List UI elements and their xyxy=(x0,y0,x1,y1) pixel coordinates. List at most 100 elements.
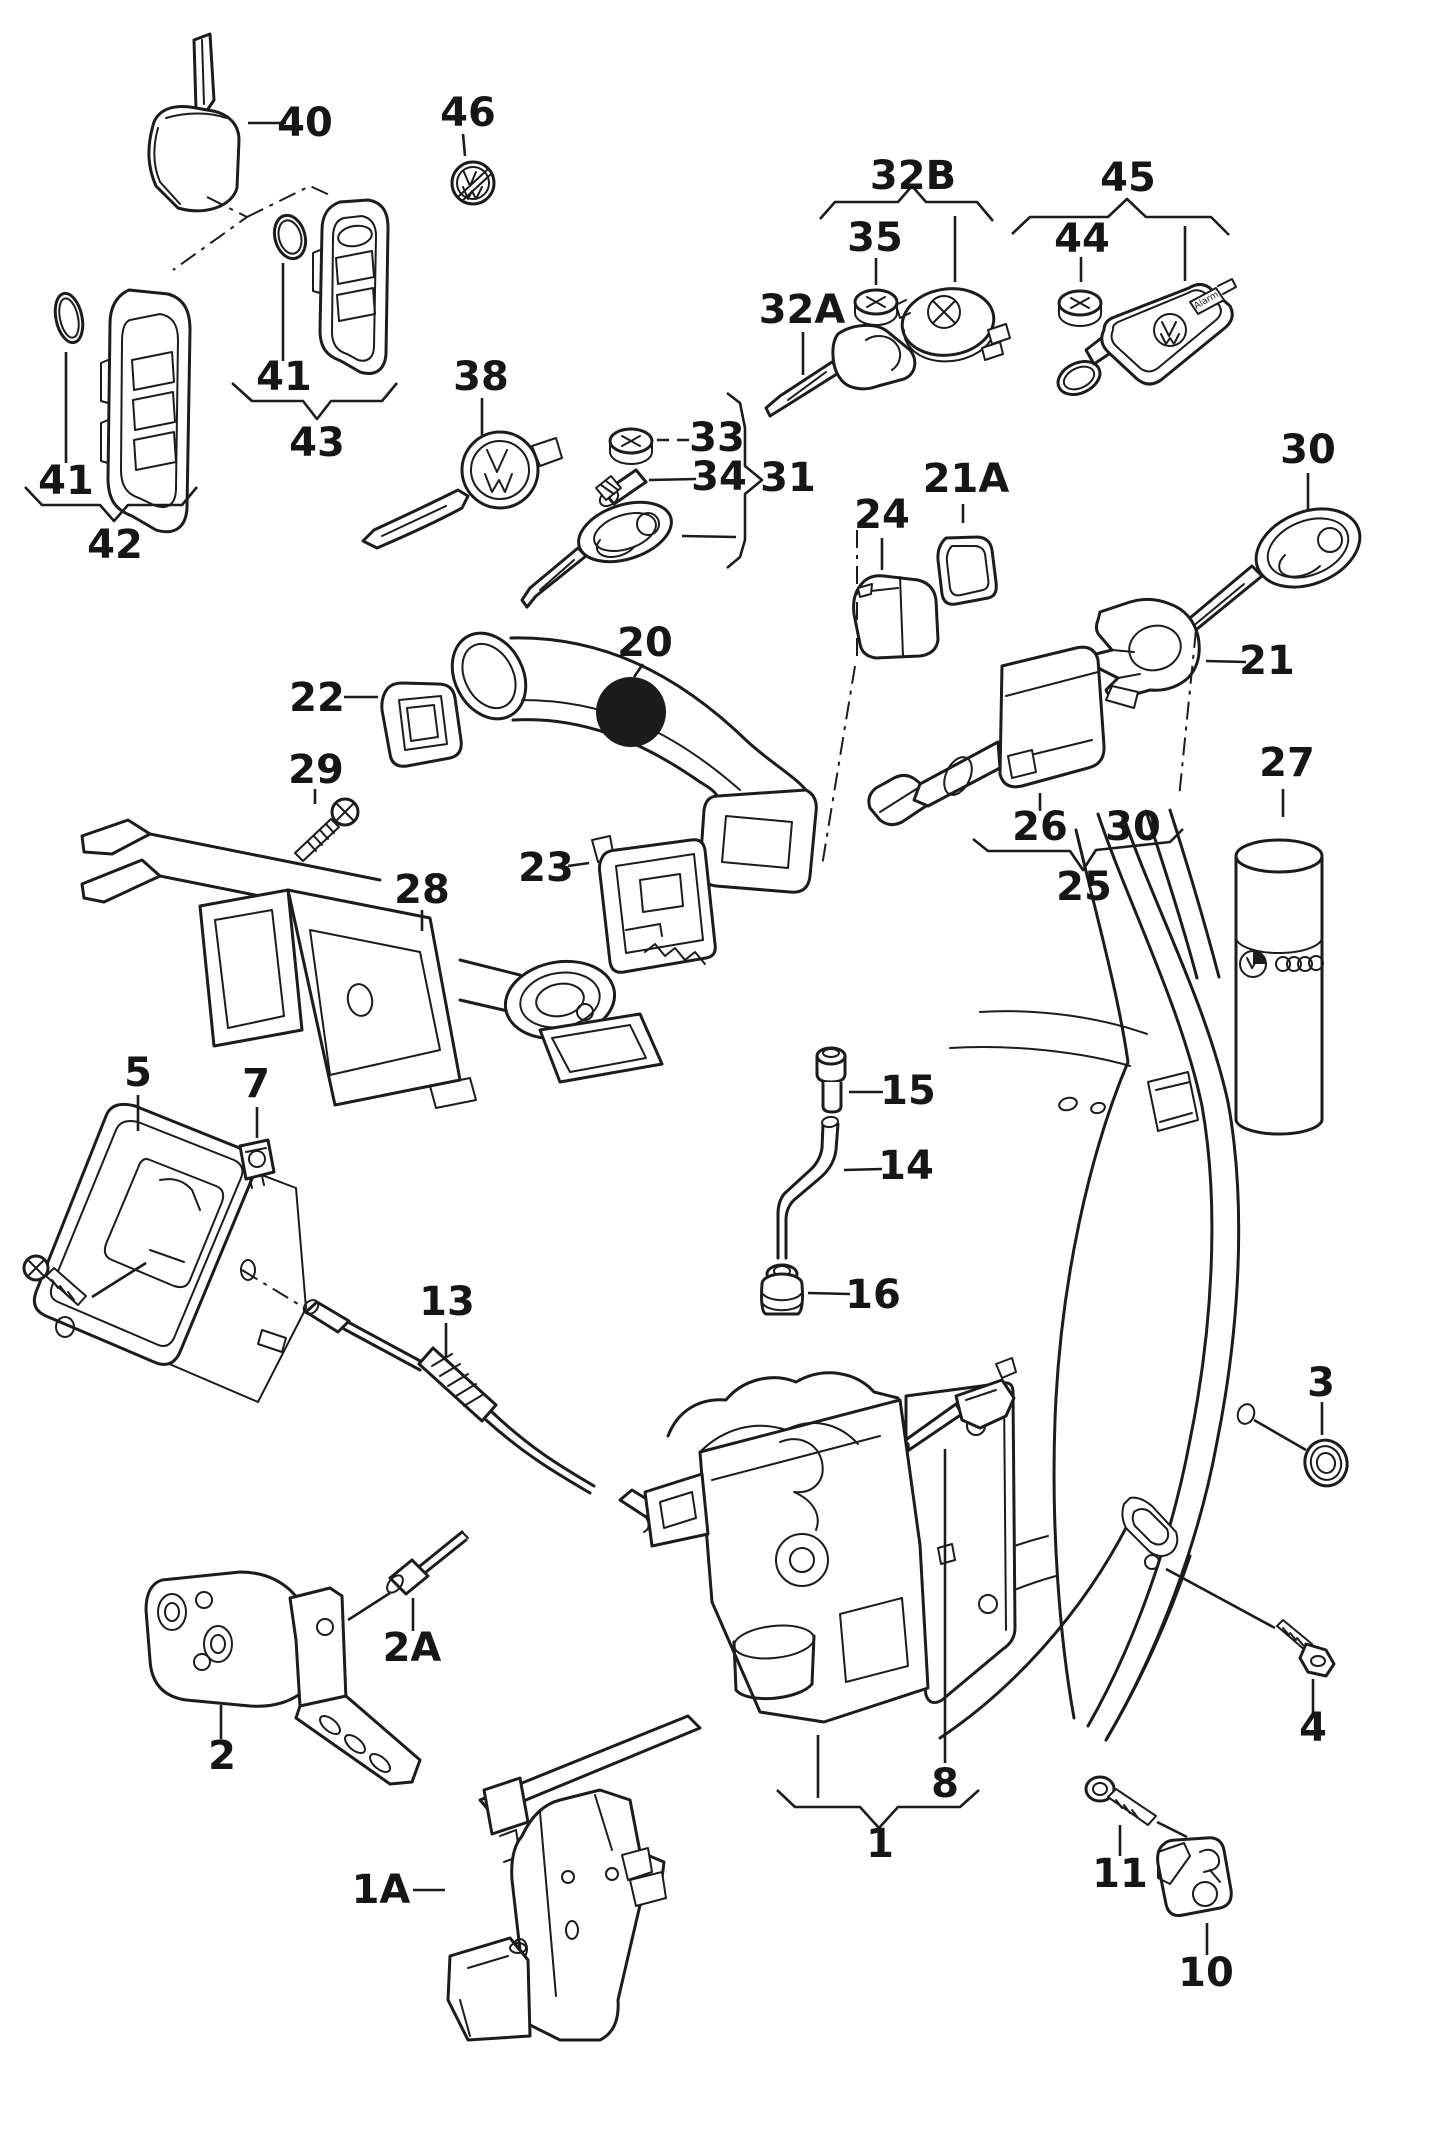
leader-3-diag xyxy=(1253,1418,1307,1452)
part-battery-44 xyxy=(1057,289,1103,327)
latch-slot xyxy=(1121,1496,1179,1570)
callout-13: 13 xyxy=(419,1279,475,1325)
part-screw-29 xyxy=(294,797,360,862)
callout-34: 34 xyxy=(691,454,747,500)
callout-38: 38 xyxy=(453,354,509,400)
part-lock-knob-15 xyxy=(815,1046,847,1114)
callout-4: 4 xyxy=(1299,1705,1327,1751)
centerline-layer xyxy=(172,184,1197,1305)
part-grommet-3 xyxy=(1303,1438,1349,1488)
callout-2: 2 xyxy=(208,1733,236,1779)
callout-22: 22 xyxy=(289,675,345,721)
callout-44: 44 xyxy=(1054,216,1110,262)
part-spray-can-27 xyxy=(1234,838,1324,1136)
part-cable-13 xyxy=(302,1299,689,1533)
part-oring-41-left xyxy=(53,291,85,345)
callout-11: 11 xyxy=(1092,1851,1148,1897)
callout-30-top: 30 xyxy=(1280,427,1336,473)
part-key-30 xyxy=(1164,507,1362,652)
part-lock-cylinder-26 xyxy=(867,645,1106,827)
callout-42: 42 xyxy=(87,522,143,568)
callout-41-left: 41 xyxy=(38,458,94,504)
callout-7: 7 xyxy=(242,1061,270,1107)
keyring xyxy=(1056,360,1102,396)
callout-29: 29 xyxy=(288,747,344,793)
callout-41-right: 41 xyxy=(256,354,312,400)
bracket-1 xyxy=(776,1789,980,1830)
leader-46 xyxy=(461,133,467,157)
leader-31-key xyxy=(681,534,737,539)
part-fob-half-left xyxy=(100,288,192,534)
part-trim-screw xyxy=(22,1254,87,1338)
callout-21A: 21A xyxy=(923,456,1010,502)
part-battery-33 xyxy=(608,427,654,465)
callout-28: 28 xyxy=(394,867,450,913)
part-retainer-21 xyxy=(1094,597,1201,709)
part-key-blade-40 xyxy=(147,32,241,213)
bracket-45 xyxy=(1011,197,1230,236)
bracket-25 xyxy=(972,828,1184,872)
callout-45: 45 xyxy=(1100,155,1156,201)
callout-30-bottom: 30 xyxy=(1105,804,1161,850)
callout-25: 25 xyxy=(1056,864,1112,910)
part-grommet-16 xyxy=(760,1263,804,1316)
callout-1: 1 xyxy=(866,1821,894,1867)
callout-32B: 32B xyxy=(870,153,956,199)
part-trim-5 xyxy=(32,1102,307,1403)
callout-33: 33 xyxy=(689,415,745,461)
callout-23: 23 xyxy=(518,845,574,891)
callout-31: 31 xyxy=(760,455,816,501)
callout-35: 35 xyxy=(847,215,903,261)
vw-audi-logos xyxy=(1239,950,1324,978)
part-transmitter-32B xyxy=(895,287,1011,363)
part-key-38 xyxy=(361,430,563,550)
centerline-handle-axis xyxy=(1178,629,1197,799)
callout-10: 10 xyxy=(1178,1950,1234,1996)
part-key-blank-31 xyxy=(520,500,673,609)
leader-layer xyxy=(64,121,1324,1955)
callout-27: 27 xyxy=(1259,740,1315,786)
part-clip-7 xyxy=(238,1138,276,1189)
part-carrier-28 xyxy=(80,818,706,1109)
part-gasket-23 xyxy=(591,835,717,974)
callout-15: 15 xyxy=(880,1068,936,1114)
callout-20: 20 xyxy=(617,620,673,666)
callout-40: 40 xyxy=(277,100,333,146)
callout-32A: 32A xyxy=(759,287,846,333)
bracket-42 xyxy=(24,486,198,523)
callout-26: 26 xyxy=(1012,804,1068,850)
part-cap-24 xyxy=(852,574,940,660)
part-seal-21A xyxy=(936,535,998,606)
callout-43: 43 xyxy=(289,420,345,466)
leader-2A-diag xyxy=(347,1591,391,1622)
part-striker-10 xyxy=(1156,1836,1233,1917)
callout-1A: 1A xyxy=(352,1867,411,1913)
leader-21 xyxy=(1205,659,1247,664)
leader-14 xyxy=(843,1167,883,1172)
part-carrier-1A xyxy=(446,1714,702,2042)
part-fob-half-right xyxy=(312,198,390,375)
callout-5: 5 xyxy=(124,1050,152,1096)
part-lock-rod-14 xyxy=(776,1115,840,1260)
part-bracket-2 xyxy=(144,1570,422,1786)
callout-46: 46 xyxy=(440,90,496,136)
leader-23 xyxy=(567,861,590,868)
leader-20 xyxy=(632,663,645,678)
part-bolt-4 xyxy=(1276,1619,1336,1678)
part-door-lock-1 xyxy=(643,1357,1017,1724)
centerline-cable-axis xyxy=(241,1269,299,1305)
part-remote-fob-45: Alarm xyxy=(1056,278,1237,396)
part-screw-11 xyxy=(1084,1775,1157,1826)
centerline-keys-axis-b xyxy=(246,184,335,218)
bracket-31 xyxy=(726,391,764,569)
bracket-32B xyxy=(819,184,994,222)
leader-4-diag xyxy=(1165,1567,1276,1630)
leader-screw-trim xyxy=(91,1261,147,1299)
door-frame xyxy=(889,808,1256,1742)
part-gasket-22 xyxy=(380,681,463,768)
handle-marker-dot xyxy=(596,677,666,747)
part-bulb-34 xyxy=(595,468,648,508)
